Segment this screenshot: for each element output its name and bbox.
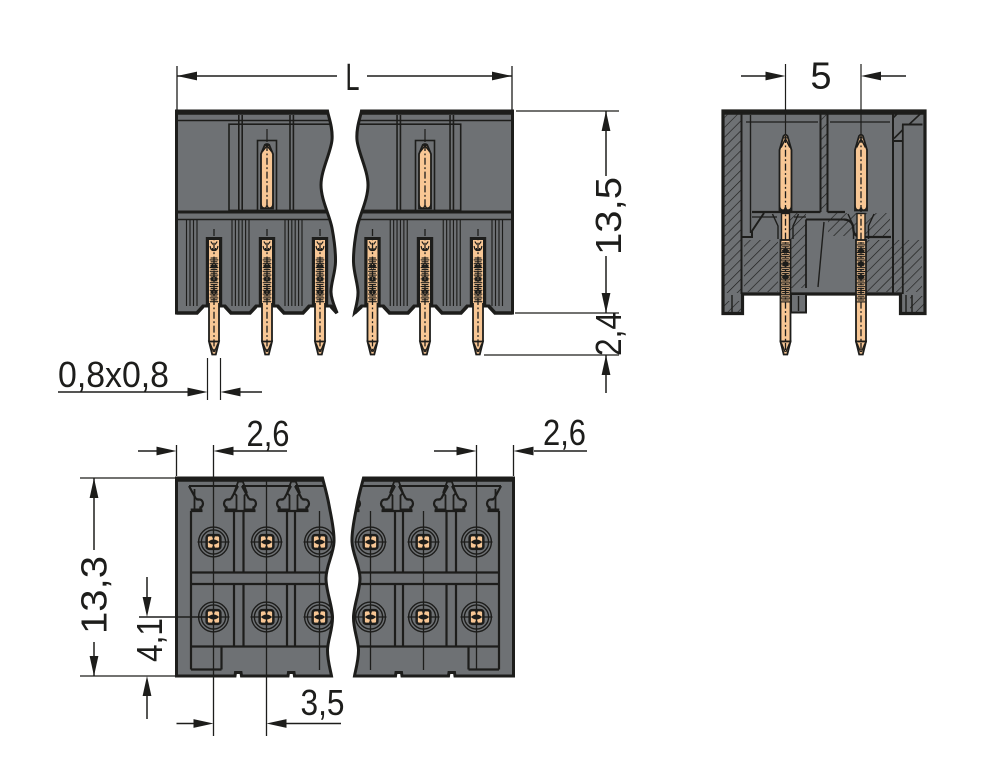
svg-text:2,6: 2,6: [247, 413, 290, 454]
svg-text:5: 5: [810, 56, 831, 98]
svg-text:0,8x0,8: 0,8x0,8: [58, 354, 169, 395]
svg-text:3,5: 3,5: [301, 682, 345, 723]
svg-text:L: L: [346, 57, 360, 99]
svg-text:13,3: 13,3: [74, 556, 115, 634]
svg-text:2,6: 2,6: [543, 412, 586, 453]
svg-text:4,1: 4,1: [129, 618, 170, 662]
svg-text:2,4: 2,4: [588, 312, 629, 356]
svg-text:13,5: 13,5: [588, 177, 629, 255]
